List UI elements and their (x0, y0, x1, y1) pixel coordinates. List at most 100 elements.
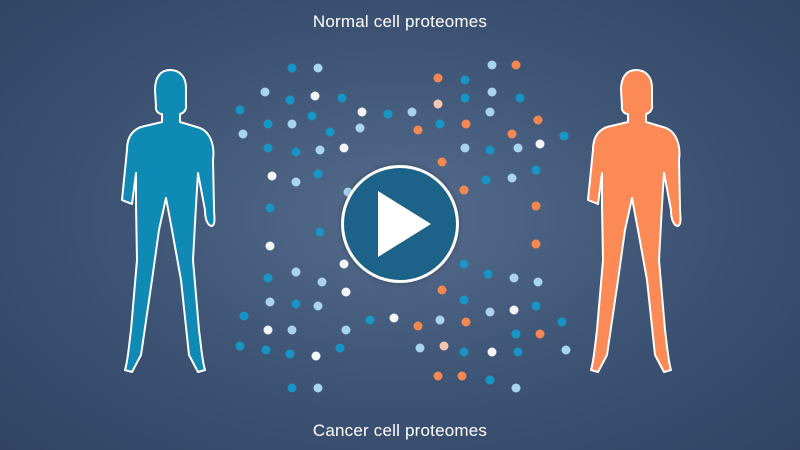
protein-dot (265, 203, 275, 213)
protein-dot (511, 383, 521, 393)
protein-dot (535, 329, 545, 339)
protein-dot (457, 371, 467, 381)
protein-dot (311, 351, 321, 361)
protein-dot (433, 73, 443, 83)
protein-dot (339, 143, 349, 153)
protein-dot (515, 93, 525, 103)
protein-dot (507, 129, 517, 139)
protein-dot (483, 269, 493, 279)
protein-dot (531, 301, 541, 311)
play-button[interactable] (341, 165, 459, 283)
protein-dot (291, 177, 301, 187)
protein-dot (531, 239, 541, 249)
protein-dot (263, 119, 273, 129)
protein-dot (313, 383, 323, 393)
protein-dot (507, 173, 517, 183)
protein-dots (235, 60, 571, 393)
protein-dot (325, 127, 335, 137)
protein-dot (287, 383, 297, 393)
protein-dot (285, 95, 295, 105)
protein-dot (535, 139, 545, 149)
protein-dot (435, 119, 445, 129)
protein-dot (461, 317, 471, 327)
protein-dot (461, 119, 471, 129)
protein-dot (313, 169, 323, 179)
protein-dot (307, 111, 317, 121)
protein-dot (459, 347, 469, 357)
protein-dot (459, 259, 469, 269)
protein-dot (341, 325, 351, 335)
protein-dot (533, 277, 543, 287)
protein-dot (487, 60, 497, 70)
protein-dot (413, 125, 423, 135)
play-icon (378, 191, 431, 257)
protein-dot (531, 201, 541, 211)
protein-dot (339, 259, 349, 269)
protein-dot (263, 325, 273, 335)
protein-dot (509, 273, 519, 283)
protein-dot (239, 311, 249, 321)
protein-dot (487, 347, 497, 357)
protein-dot (415, 343, 425, 353)
cancer-person-icon (587, 69, 682, 373)
protein-dot (235, 105, 245, 115)
protein-dot (265, 297, 275, 307)
protein-dot (313, 301, 323, 311)
protein-dot (355, 123, 365, 133)
protein-dot (485, 145, 495, 155)
protein-dot (235, 341, 245, 351)
protein-dot (561, 345, 571, 355)
protein-dot (260, 87, 270, 97)
protein-dot (485, 375, 495, 385)
protein-dot (291, 147, 301, 157)
protein-dot (357, 107, 367, 117)
protein-dot (335, 343, 345, 353)
protein-dot (315, 227, 325, 237)
protein-dot (287, 63, 297, 73)
protein-dot (460, 93, 470, 103)
protein-dot (481, 175, 491, 185)
protein-dot (317, 277, 327, 287)
protein-dot (487, 87, 497, 97)
protein-dot (459, 185, 469, 195)
protein-dot (337, 93, 347, 103)
protein-dot (315, 145, 325, 155)
protein-dot (365, 315, 375, 325)
protein-dot (265, 241, 275, 251)
protein-dot (341, 287, 351, 297)
protein-dot (433, 99, 443, 109)
protein-dot (413, 321, 423, 331)
protein-dot (439, 341, 449, 351)
protein-dot (261, 345, 271, 355)
protein-dot (511, 60, 521, 70)
protein-dot (287, 119, 297, 129)
protein-dot (509, 305, 519, 315)
protein-dot (533, 115, 543, 125)
protein-dot (291, 299, 301, 309)
protein-dot (285, 349, 295, 359)
protein-dot (531, 165, 541, 175)
normal-person-icon (121, 69, 216, 373)
protein-dot (435, 315, 445, 325)
protein-dot (460, 75, 470, 85)
protein-dot (460, 143, 470, 153)
protein-dot (267, 171, 277, 181)
protein-dot (389, 313, 399, 323)
protein-dot (459, 295, 469, 305)
protein-dot (263, 143, 273, 153)
protein-dot (511, 329, 521, 339)
protein-dot (437, 157, 447, 167)
protein-dot (433, 371, 443, 381)
protein-dot (291, 267, 301, 277)
protein-dot (557, 317, 567, 327)
protein-dot (238, 129, 248, 139)
protein-dot (407, 107, 417, 117)
protein-dot (310, 91, 320, 101)
protein-dot (485, 307, 495, 317)
protein-dot (513, 143, 523, 153)
protein-dot (287, 325, 297, 335)
protein-dot (437, 285, 447, 295)
protein-dot (513, 347, 523, 357)
